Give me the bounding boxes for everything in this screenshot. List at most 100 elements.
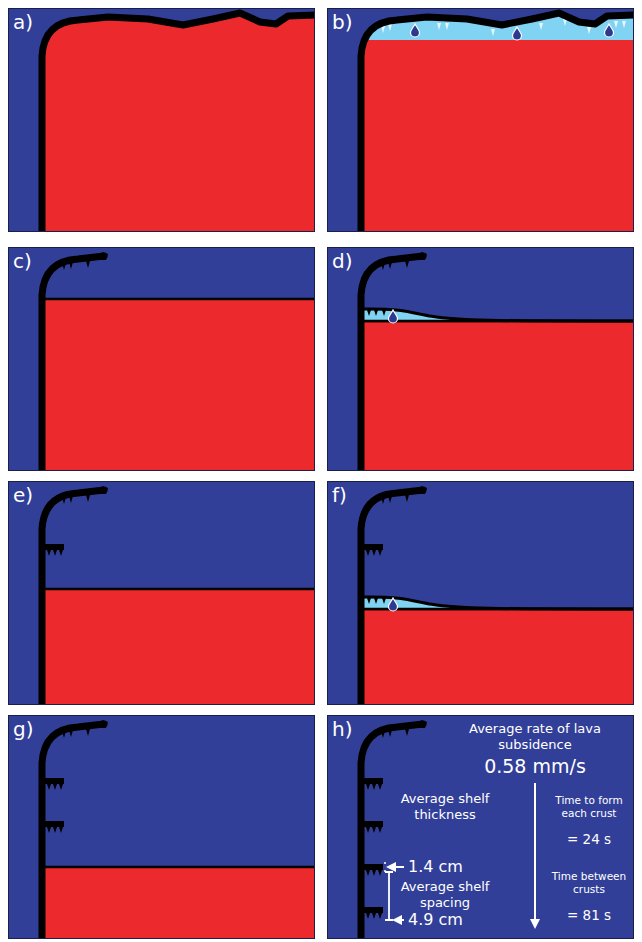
panel-letter: h) [332,717,352,741]
forming-crust [364,309,634,321]
crust-and-wall [42,13,315,232]
panel-border [328,9,634,232]
annotation-text: Average shelf spacing [386,879,504,910]
wall-and-crust-stub [42,724,104,939]
dimension-arrow [534,783,536,927]
lava [364,40,634,232]
icicle [47,784,51,790]
steam-gap [364,597,634,609]
panel-letter: a) [13,10,33,34]
icicle [366,550,370,556]
lava [364,609,634,705]
crust-stub-tip [100,486,108,494]
icicle [53,550,57,556]
panel-letter: f) [332,483,347,507]
water-drop [411,24,420,37]
panel-illustration [8,715,315,939]
annotation-text: Time between crusts [545,870,633,895]
icicle [491,29,495,36]
icicle [614,21,618,28]
crust-stub-tip [419,486,427,494]
icicle [405,729,409,736]
panel-illustration [327,715,634,939]
icicle [382,598,386,604]
panel-background [327,715,634,939]
lava [45,589,315,705]
icicle [47,827,51,833]
annotation-text: Average shelf thickness [386,791,504,822]
annotation-text: Time to form each crust [545,794,633,819]
icicle [366,784,370,790]
crust-stub-tip [419,720,427,728]
thickness-ticks [384,862,386,872]
icicle [378,784,382,790]
icicle [366,827,370,833]
panel-letter: g) [13,717,34,741]
panel-illustration [8,247,315,471]
icicle [382,310,386,316]
icicle [366,913,370,919]
lava-surface [42,588,315,591]
icicle [367,310,371,316]
water-drop [605,24,614,37]
lava [45,13,315,232]
wall-and-crust-stub [361,490,423,705]
panel-illustration [327,247,634,471]
panel-letter: e) [13,483,33,507]
panel-letter: d) [332,249,353,273]
icicle [445,23,449,30]
icicle [437,23,441,30]
icicle [59,784,63,790]
panel-illustration [327,8,634,232]
water-drop [389,598,398,611]
crust-stub-tip [419,252,427,260]
icicle [381,263,385,270]
icicle [372,784,376,790]
icicle [374,310,378,316]
icicle [388,24,392,31]
icicle [62,263,66,270]
water-drop [513,27,522,40]
annotation-text: = 24 s [545,831,633,847]
icicle [366,870,370,876]
panel-border [9,248,315,471]
wall-and-crust-stub [361,256,423,471]
icicle [388,496,392,503]
panel-illustration [8,481,315,705]
panel: d) [327,247,634,471]
dimension-arrow [388,866,404,868]
icicle [378,550,382,556]
icicle [539,23,543,30]
icicle [374,598,378,604]
icicle [69,262,73,269]
icicle [372,550,376,556]
icicle [62,731,66,738]
icicle [388,262,392,269]
annotation-text: 1.4 cm [408,857,463,876]
steam-gap [364,309,634,321]
icicle [372,827,376,833]
panel: e) [8,481,315,705]
lava-surface [42,866,315,869]
icicle [405,261,409,268]
lava-surface [42,298,315,301]
panel: a) [8,8,315,232]
icicle [587,27,591,34]
wall-and-crust-stub [361,724,423,939]
icicle [53,784,57,790]
wall-and-crust-stub [42,490,104,705]
annotation-text: Average rate of lava subsidence [465,721,605,752]
icicle [367,598,371,604]
crust-stub-tip [100,252,108,260]
annotation-text: 4.9 cm [408,910,463,929]
water-drop [389,310,398,323]
panel-border [328,716,634,939]
crust-stub-tip [100,720,108,728]
panel: f) [327,481,634,705]
spacing-bracket [385,872,393,920]
icicle [86,261,90,268]
panel-border [9,9,315,232]
icicle [47,550,51,556]
